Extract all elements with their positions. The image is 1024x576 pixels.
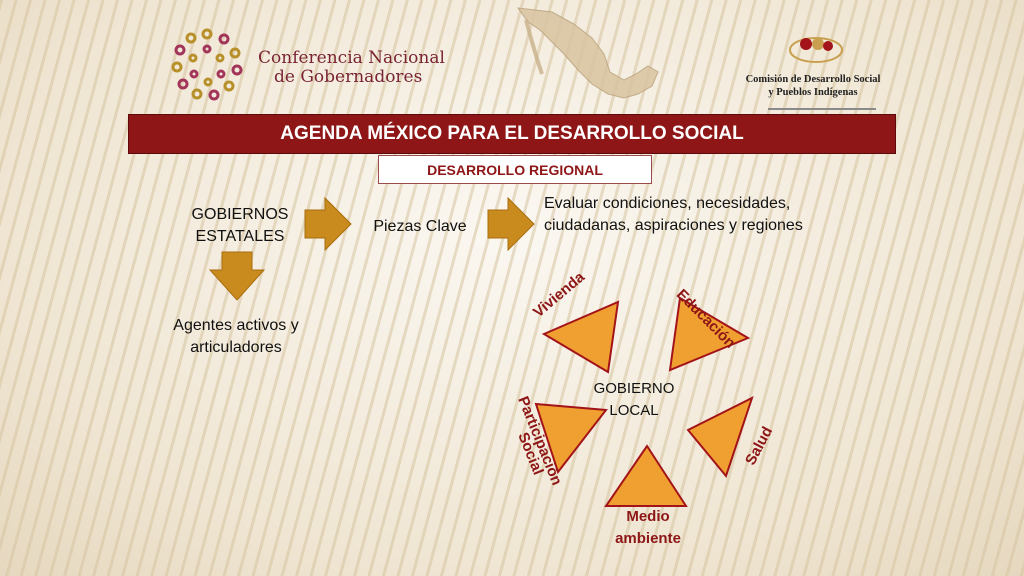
mexico-map-icon bbox=[516, 7, 659, 99]
medio-ambiente-label: Medio ambiente bbox=[600, 506, 696, 550]
evaluar-label: Evaluar condiciones, necesidades, ciudad… bbox=[544, 193, 854, 237]
gobiernos-estatales-label: GOBIERNOS ESTATALES bbox=[160, 204, 320, 248]
gobierno-local-line1: GOBIERNO bbox=[593, 380, 675, 397]
comision-logo-line2: y Pueblos Indígenas bbox=[768, 87, 858, 98]
gobierno-local-line2: LOCAL bbox=[609, 402, 659, 419]
triangle-participacion bbox=[534, 402, 608, 475]
medio-line1: Medio bbox=[626, 508, 670, 525]
evaluar-line2: ciudadanas, aspiraciones y regiones bbox=[544, 217, 803, 234]
comision-logo-icon bbox=[789, 37, 843, 63]
arrow-down-icon bbox=[208, 251, 266, 301]
conferencia-logo-line2: de Gobernadores bbox=[274, 67, 423, 87]
conferencia-logo-icon bbox=[171, 28, 243, 101]
triangle-medio-ambiente bbox=[604, 444, 688, 507]
gobiernos-line1: GOBIERNOS bbox=[191, 206, 289, 223]
gobiernos-line2: ESTATALES bbox=[195, 228, 285, 245]
conferencia-logo-line1: Conferencia Nacional bbox=[258, 48, 445, 68]
evaluar-line1: Evaluar condiciones, necesidades, bbox=[544, 195, 791, 212]
medio-line2: ambiente bbox=[615, 530, 681, 547]
logo-divider bbox=[768, 108, 876, 110]
agentes-line1: Agentes activos y bbox=[173, 317, 299, 334]
piezas-clave-label: Piezas Clave bbox=[373, 218, 467, 235]
cycle-diagram bbox=[534, 296, 754, 507]
agentes-line2: articuladores bbox=[190, 339, 282, 356]
page-title: AGENDA MÉXICO PARA EL DESARROLLO SOCIAL bbox=[128, 114, 896, 154]
agentes-label: Agentes activos y articuladores bbox=[150, 315, 322, 359]
arrow-right-icon bbox=[487, 196, 535, 252]
comision-logo-line1: Comisión de Desarrollo Social bbox=[745, 74, 881, 85]
gobierno-local-label: GOBIERNO LOCAL bbox=[584, 378, 684, 422]
arrow-right-icon bbox=[304, 196, 352, 252]
triangle-vivienda bbox=[541, 300, 620, 374]
triangle-salud bbox=[686, 396, 754, 479]
triangle-educacion bbox=[668, 296, 751, 372]
page-subtitle: DESARROLLO REGIONAL bbox=[378, 155, 652, 184]
